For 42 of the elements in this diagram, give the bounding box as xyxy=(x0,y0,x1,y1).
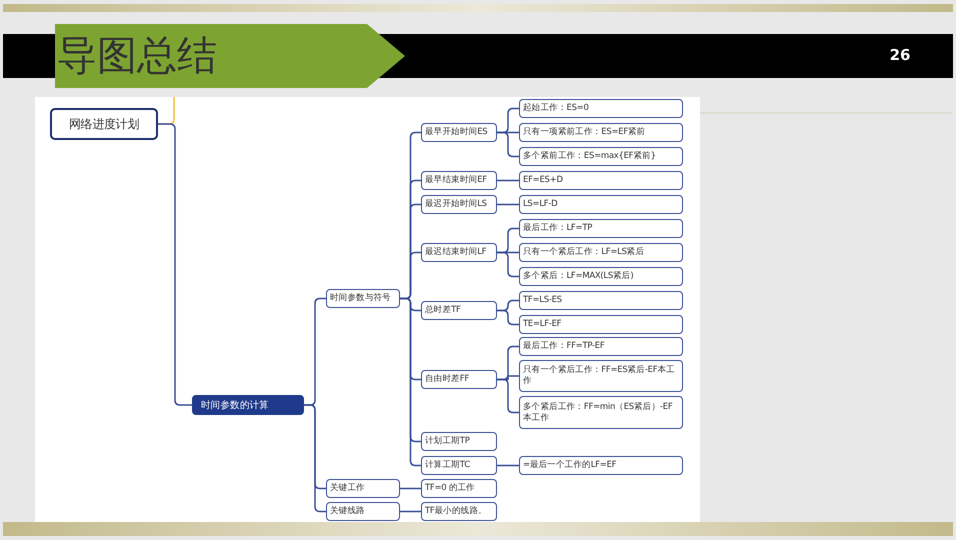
topic-box: TF=0 的工作 xyxy=(421,479,497,498)
topic-box: 关键线路 xyxy=(326,502,400,521)
topic-box: 多个紧前工作：ES=max{EF紧前} xyxy=(519,147,683,166)
bracket-connector xyxy=(400,510,421,512)
bracket-connector xyxy=(497,252,519,278)
topic-box: 只有一项紧前工作：ES=EF紧前 xyxy=(519,123,683,142)
topic-box: EF=ES+D xyxy=(519,171,683,190)
bracket-connector xyxy=(497,180,519,182)
topic-box: 最早开始时间ES xyxy=(421,123,497,142)
bracket-connector xyxy=(400,488,421,490)
topic-box: 最后工作：FF=TP-EF xyxy=(519,337,683,356)
topic-box: TF最小的线路。 xyxy=(421,502,497,521)
main-topic-box: 时间参数的计算 xyxy=(192,395,304,415)
topic-box: 计算工期TC xyxy=(421,456,497,475)
bracket-connector xyxy=(158,123,192,406)
bracket-connector xyxy=(304,404,326,512)
topic-box: TE=LF-EF xyxy=(519,315,683,334)
topic-box: 计划工期TP xyxy=(421,432,497,451)
bracket-connector xyxy=(497,204,519,206)
topic-box: 起始工作：ES=0 xyxy=(519,99,683,118)
slide-title: 导图总结 xyxy=(57,32,217,81)
topic-box: LS=LF-D xyxy=(519,195,683,214)
topic-box: 多个紧后工作：FF=min（ES紧后）-EF本工作 xyxy=(519,396,683,429)
topic-box: 多个紧后：LF=MAX(LS紧后) xyxy=(519,267,683,286)
bracket-connector xyxy=(497,310,519,326)
topic-box: 时间参数与符号 xyxy=(326,289,400,308)
page-number: 26 xyxy=(888,45,912,65)
topic-box: =最后一个工作的LF=EF xyxy=(519,456,683,475)
bracket-connector xyxy=(497,132,519,158)
topic-box: 只有一个紧后工作：FF=ES紧后-EF本工作 xyxy=(519,360,683,392)
topic-box: 总时差TF xyxy=(421,301,497,320)
topic-box: 关键工作 xyxy=(326,479,400,498)
topic-box: 最迟结束时间LF xyxy=(421,243,497,262)
topic-box: 最早结束时间EF xyxy=(421,171,497,190)
topic-box: 最迟开始时间LS xyxy=(421,195,497,214)
root-topic-box: 网络进度计划 xyxy=(50,108,158,140)
topic-box: 自由时差FF xyxy=(421,370,497,389)
bracket-connector xyxy=(497,464,519,466)
topic-box: 最后工作：LF=TP xyxy=(519,219,683,238)
topic-box: 只有一个紧后工作：LF=LS紧后 xyxy=(519,243,683,262)
topic-box: TF=LS-ES xyxy=(519,291,683,310)
bracket-connector xyxy=(497,378,519,414)
